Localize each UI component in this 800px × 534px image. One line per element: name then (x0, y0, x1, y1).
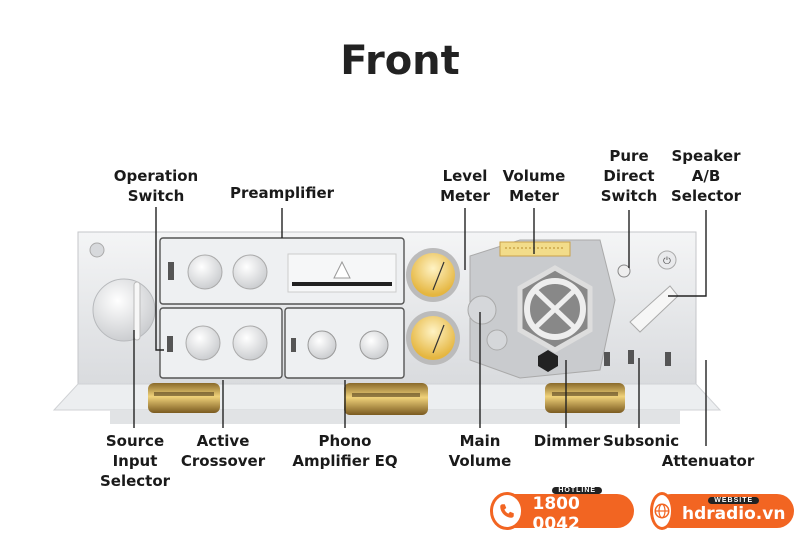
label-line: Dimmer (533, 432, 601, 450)
page-title: Front (340, 38, 460, 84)
label-line: Direct (603, 167, 655, 185)
website-url: hdradio.vn (682, 503, 786, 524)
label-line: Level (442, 167, 488, 185)
phone-icon (490, 492, 525, 530)
label-line: Source (105, 432, 165, 450)
hotline-tag: HOTLINE (552, 486, 603, 494)
svg-text:⏻: ⏻ (663, 256, 671, 267)
label-line: Meter (440, 187, 490, 205)
label-line: Selector (670, 187, 742, 205)
label-level-meter: Level Meter (425, 166, 505, 206)
label-line: A/B (691, 167, 721, 185)
website-badge[interactable]: WEBSITE hdradio.vn (650, 492, 794, 530)
label-line: Speaker (671, 147, 741, 165)
label-line: Amplifier EQ (292, 452, 398, 470)
label-line: Operation (113, 167, 199, 185)
label-phono-amplifier-eq: Phono Amplifier EQ (290, 431, 400, 471)
website-tag: WEBSITE (708, 496, 760, 504)
label-dimmer: Dimmer (532, 431, 602, 451)
label-pure-direct-switch: Pure Direct Switch (594, 146, 664, 206)
label-line: Main (459, 432, 501, 450)
label-line: Volume (448, 452, 512, 470)
label-main-volume: Main Volume (440, 431, 520, 471)
label-line: Active (196, 432, 250, 450)
label-line: Volume (502, 167, 566, 185)
hotline-badge[interactable]: HOTLINE 1800 0042 (490, 486, 634, 534)
label-volume-meter: Volume Meter (494, 166, 574, 206)
label-line: Preamplifier (229, 184, 335, 202)
label-speaker-ab-selector: Speaker A/B Selector (666, 146, 746, 206)
hotline-number: 1800 0042 (532, 493, 580, 534)
label-line: Switch (127, 187, 185, 205)
globe-icon (650, 492, 674, 530)
label-line: Pure (609, 147, 649, 165)
label-line: Meter (509, 187, 559, 205)
label-line: Subsonic (603, 432, 680, 450)
label-line: Switch (600, 187, 658, 205)
label-source-input-selector: Source Input Selector (95, 431, 175, 491)
label-subsonic: Subsonic (603, 431, 680, 451)
label-line: Phono (318, 432, 372, 450)
label-operation-switch: Operation Switch (106, 166, 206, 206)
label-preamplifier: Preamplifier (222, 183, 342, 203)
label-line: Crossover (180, 452, 266, 470)
label-line: Attenuator (661, 452, 755, 470)
label-line: Input (112, 452, 158, 470)
label-active-crossover: Active Crossover (178, 431, 268, 471)
label-line: Selector (99, 472, 171, 490)
label-attenuator: Attenuator (660, 451, 756, 471)
